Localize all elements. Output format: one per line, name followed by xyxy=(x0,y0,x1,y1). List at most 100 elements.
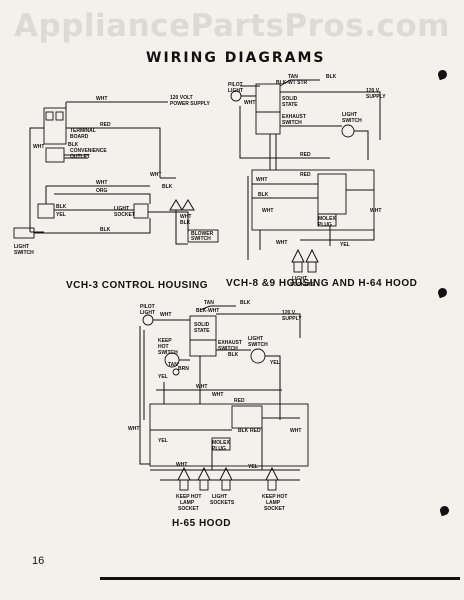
diagram-vch3: WHT 120 VOLT POWER SUPPLY RED TERMINAL B… xyxy=(13,95,219,256)
wire-label: SOCKET xyxy=(114,212,135,218)
wire-label: WHT xyxy=(262,208,273,214)
relay-block xyxy=(317,173,347,215)
wire-path xyxy=(150,417,300,470)
wire-label: SWITCH xyxy=(342,118,362,124)
wire-path xyxy=(241,79,381,140)
wire-label: WHT xyxy=(212,392,223,398)
wire-label: LIGHT xyxy=(140,310,155,316)
housing-box xyxy=(149,403,309,467)
wire-label: 120 VOLT xyxy=(170,95,193,101)
light-switch-icon xyxy=(341,124,355,138)
wire-label: LIGHT xyxy=(212,494,227,500)
wire-label: SWITCH xyxy=(282,120,302,126)
h65-caption: H-65 HOOD xyxy=(172,518,231,529)
wire-label: KEEP HOT xyxy=(176,494,201,500)
wire-label: KEEP xyxy=(158,338,172,344)
wire-path xyxy=(29,127,44,233)
exhaust-switch xyxy=(189,339,217,357)
wire-label: YEL xyxy=(158,438,168,444)
diagram-h65: PILOT LIGHT TAN BLK-WHT BLK WHT SOLID ST… xyxy=(128,300,309,512)
wire-label: WHT xyxy=(276,240,287,246)
terminal-block xyxy=(55,111,64,121)
light-socket xyxy=(293,261,303,273)
wire-label: YEL xyxy=(248,464,258,470)
wire-label: MOLEX xyxy=(212,440,230,446)
wire-label: LIGHT xyxy=(248,336,263,342)
wire-label: BLK xyxy=(240,300,251,306)
convenience-outlet xyxy=(45,147,65,163)
wire-label: PLUG xyxy=(318,222,332,228)
wire-label: CONVENIENCE xyxy=(70,148,107,154)
wire-label: KEEP HOT xyxy=(262,494,287,500)
wire-path xyxy=(139,326,150,465)
wire-label: PLUG xyxy=(212,446,226,452)
wire-label: SWITCH xyxy=(14,250,34,256)
wire-label: LIGHT xyxy=(14,244,29,250)
wire-label: LIGHT xyxy=(292,276,307,282)
wire-path xyxy=(280,125,369,160)
wire-label: BLK-WHT xyxy=(196,308,219,314)
wire-label: YEL xyxy=(340,242,350,248)
bottom-rule xyxy=(100,577,460,580)
light-socket xyxy=(307,261,317,273)
wire-path xyxy=(291,248,319,263)
wire-label: WHT xyxy=(33,144,44,150)
wire-label: PILOT xyxy=(228,82,243,88)
wire-path xyxy=(169,199,195,211)
wire-label: YEL xyxy=(270,360,280,366)
wire-label: SOCKETS xyxy=(210,500,235,506)
wire-label: BLK xyxy=(162,184,173,190)
wire-label: SOCKET xyxy=(264,506,285,512)
wire-path xyxy=(156,356,282,404)
keep-hot-lamp-socket xyxy=(179,479,189,491)
wire-label: BLK-WT STR xyxy=(276,80,307,86)
wire-label: SUPPLY xyxy=(282,316,302,322)
wire-path xyxy=(66,127,176,179)
wire-label: YEL xyxy=(56,212,66,218)
wire-label: RED xyxy=(250,428,261,434)
molex-plug xyxy=(317,213,337,227)
exhaust-switch xyxy=(255,111,281,135)
wire-label: STATE xyxy=(194,328,210,334)
wire-path xyxy=(45,185,150,204)
wire-label: BLOWER xyxy=(191,231,214,237)
wire-label: BLK xyxy=(238,428,249,434)
wire-label: SUPPLY xyxy=(366,94,386,100)
solid-state-switch xyxy=(255,83,281,113)
wire-label: WHT xyxy=(290,428,301,434)
wire-label: EXHAUST xyxy=(282,114,306,120)
wire-label: BOARD xyxy=(70,134,89,140)
molex-plug xyxy=(211,437,231,451)
wire-label: SWITCH xyxy=(191,236,211,242)
page-number: 16 xyxy=(32,555,45,567)
terminal-icon xyxy=(172,368,180,376)
wire-path xyxy=(247,176,261,260)
wire-path xyxy=(269,134,277,170)
wire-label: BLK xyxy=(68,142,79,148)
wire-path xyxy=(148,211,189,232)
light-switch-icon xyxy=(250,348,266,364)
wire-path xyxy=(179,349,281,420)
light-switch xyxy=(13,227,35,239)
wire-label: WHT xyxy=(160,312,171,318)
wire-label: SOLID xyxy=(194,322,210,328)
wire-label: PILOT xyxy=(140,304,155,310)
wire-label: OUTLET xyxy=(70,154,90,160)
wire-label: BRN xyxy=(178,366,189,372)
wire-label: SWITCH xyxy=(248,342,268,348)
wire-label: LIGHT xyxy=(228,88,243,94)
wire-label: TAN xyxy=(288,74,298,80)
wire-label: BLK xyxy=(180,220,191,226)
light-socket xyxy=(199,479,209,491)
wire-path xyxy=(252,183,374,199)
wire-label: WHT xyxy=(196,384,207,390)
wire-label: LIGHT xyxy=(342,112,357,118)
wire-label: 120 V. xyxy=(366,88,381,94)
wire-path xyxy=(300,226,375,246)
wire-label: SOLID xyxy=(282,96,298,102)
wire-label: LAMP xyxy=(266,500,281,506)
wire-path xyxy=(153,305,301,338)
housing-box xyxy=(251,169,375,231)
wire-label: SOCKET xyxy=(178,506,199,512)
